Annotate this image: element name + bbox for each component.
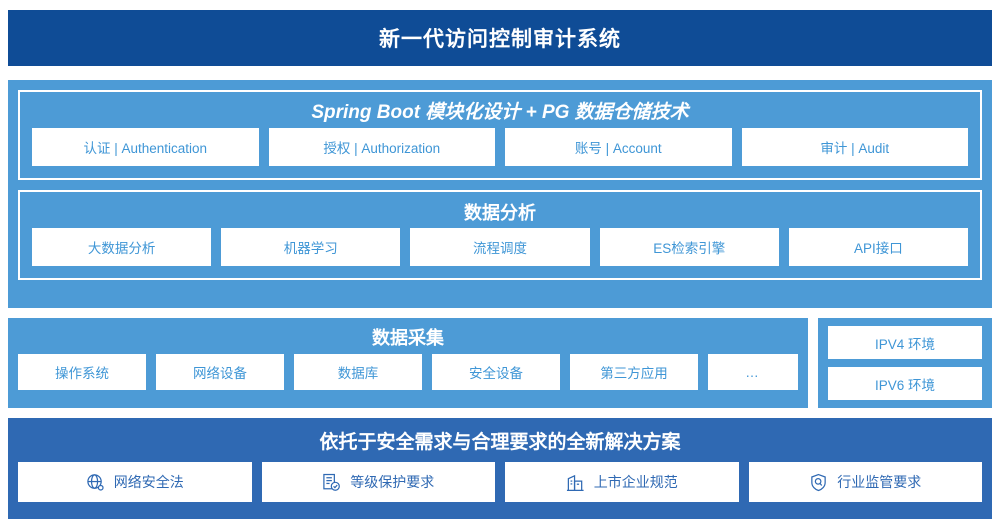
chip-database[interactable]: 数据库 [294, 354, 422, 390]
solution-compliance-section: 依托于安全需求与合理要求的全新解决方案 网络安全法 [8, 418, 992, 519]
auth-chip-row: 认证 | Authentication 授权 | Authorization 账… [32, 128, 968, 166]
building-icon [566, 473, 585, 492]
collection-title: 数据采集 [372, 328, 444, 348]
solution-chip-row: 网络安全法 等级保护要求 [18, 462, 982, 502]
analysis-chip-row: 大数据分析 机器学习 流程调度 ES检索引擎 API接口 [32, 228, 969, 266]
chip-industry-regulation[interactable]: 行业监管要求 [748, 462, 982, 502]
chip-operating-system[interactable]: 操作系统 [18, 354, 146, 390]
chip-big-data-analysis[interactable]: 大数据分析 [32, 228, 212, 266]
chip-ipv4-environment[interactable]: IPV4 环境 [828, 326, 982, 359]
chip-level-protection-label: 等级保护要求 [350, 474, 435, 490]
page-title: 新一代访问控制审计系统 [379, 28, 621, 51]
core-platform-section: Spring Boot 模块化设计 + PG 数据仓储技术 认证 | Authe… [8, 80, 992, 308]
chip-listed-company-standard[interactable]: 上市企业规范 [505, 462, 739, 502]
analysis-panel: 数据分析 大数据分析 机器学习 流程调度 ES检索引擎 API接口 [18, 190, 982, 280]
document-check-icon [322, 473, 341, 492]
chip-third-party-app[interactable]: 第三方应用 [570, 354, 698, 390]
chip-account[interactable]: 账号 | Account [505, 128, 732, 166]
chip-authentication[interactable]: 认证 | Authentication [32, 128, 259, 166]
auth-panel: Spring Boot 模块化设计 + PG 数据仓储技术 认证 | Authe… [18, 90, 982, 180]
chip-api-interface[interactable]: API接口 [788, 228, 969, 266]
chip-industry-regulation-label: 行业监管要求 [837, 474, 922, 490]
ipv-environment-section: IPV4 环境 IPV6 环境 [818, 318, 992, 408]
collection-chip-row: 操作系统 网络设备 数据库 安全设备 第三方应用 … [18, 354, 798, 390]
chip-authorization[interactable]: 授权 | Authorization [268, 128, 495, 166]
chip-cybersecurity-law-label: 网络安全法 [113, 474, 184, 490]
chip-ipv6-environment[interactable]: IPV6 环境 [828, 367, 982, 400]
chip-level-protection[interactable]: 等级保护要求 [261, 462, 495, 502]
chip-security-device[interactable]: 安全设备 [432, 354, 560, 390]
chip-listed-company-standard-label: 上市企业规范 [593, 474, 678, 490]
auth-panel-title: Spring Boot 模块化设计 + PG 数据仓储技术 [311, 102, 689, 123]
chip-more[interactable]: … [708, 354, 798, 390]
chip-es-search-engine[interactable]: ES检索引擎 [599, 228, 779, 266]
chip-machine-learning[interactable]: 机器学习 [221, 228, 401, 266]
solution-title: 依托于安全需求与合理要求的全新解决方案 [319, 432, 681, 453]
chip-audit[interactable]: 审计 | Audit [741, 128, 968, 166]
analysis-panel-title: 数据分析 [464, 203, 536, 223]
page-header: 新一代访问控制审计系统 [8, 10, 992, 66]
shield-search-icon [809, 473, 828, 492]
globe-network-icon [86, 473, 105, 492]
data-collection-section: 数据采集 操作系统 网络设备 数据库 安全设备 第三方应用 … [8, 318, 808, 408]
chip-network-device[interactable]: 网络设备 [156, 354, 284, 390]
chip-process-scheduling[interactable]: 流程调度 [410, 228, 590, 266]
chip-cybersecurity-law[interactable]: 网络安全法 [18, 462, 252, 502]
